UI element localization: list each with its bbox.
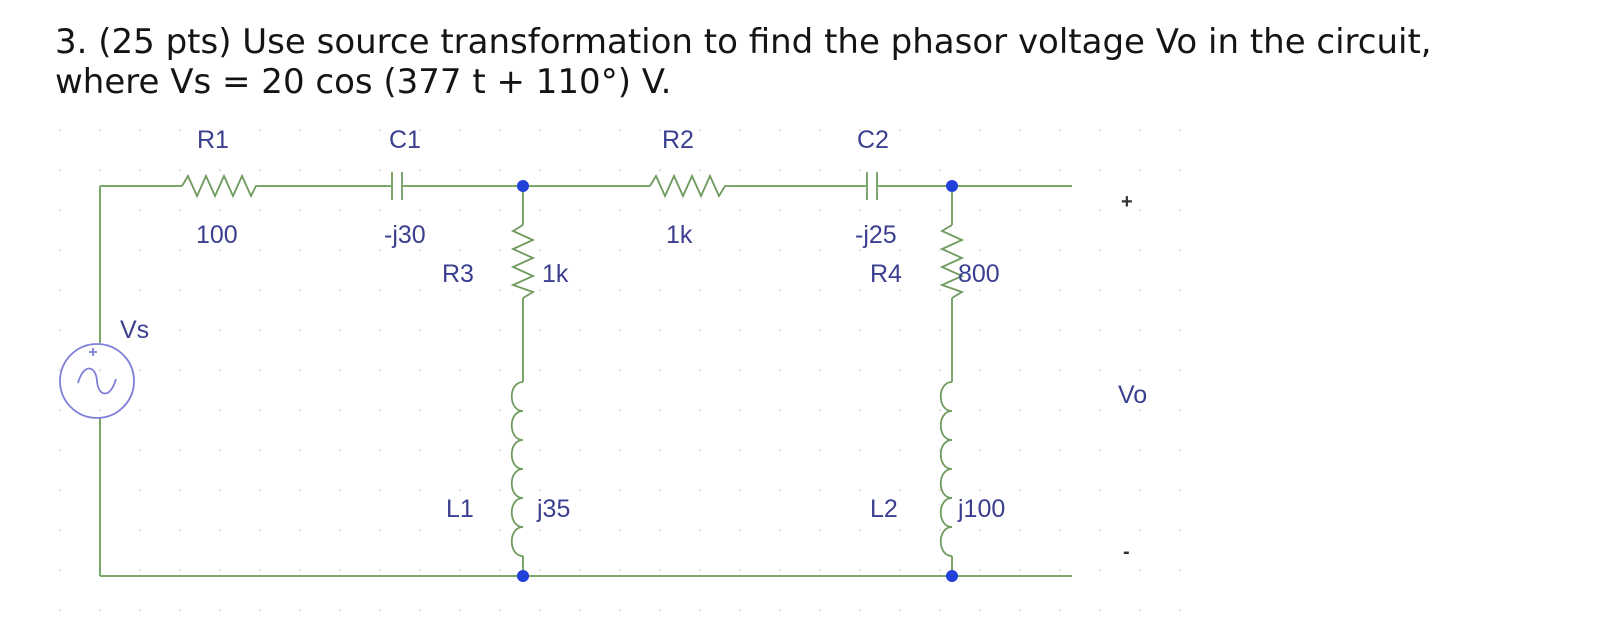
node-top-right xyxy=(946,180,958,192)
node-bottom-left xyxy=(517,570,529,582)
label-r1-name: R1 xyxy=(197,126,229,154)
problem-line-1: 3. (25 pts) Use source transformation to… xyxy=(55,22,1432,62)
label-c1-value: -j30 xyxy=(384,221,426,249)
label-r2-name: R2 xyxy=(662,126,694,154)
inductor-l2 xyxy=(939,381,953,557)
resistor-r3 xyxy=(510,224,536,299)
node-top-left xyxy=(517,180,529,192)
capacitor-c2 xyxy=(860,172,884,200)
inductor-l1 xyxy=(510,381,524,557)
resistor-r2 xyxy=(649,173,732,199)
label-c2-value: -j25 xyxy=(855,221,897,249)
label-r1-value: 100 xyxy=(196,221,238,249)
resistor-r4 xyxy=(939,224,965,299)
capacitor-c1 xyxy=(385,172,408,200)
problem-line-2: where Vs = 20 cos (377 t + 110°) V. xyxy=(55,62,672,102)
resistor-r1 xyxy=(181,173,262,199)
label-c2-name: C2 xyxy=(857,126,889,154)
ac-voltage-source xyxy=(59,343,135,419)
label-l2-value: j100 xyxy=(957,495,1005,523)
label-l1-value: j35 xyxy=(536,495,570,523)
node-bottom-right xyxy=(946,570,958,582)
problem-statement: 3. (25 pts) Use source transformation to… xyxy=(55,22,1432,102)
label-source-name: Vs xyxy=(120,316,149,344)
label-r4-value: 800 xyxy=(958,260,1000,288)
label-l2-name: L2 xyxy=(870,495,898,523)
label-output-name: Vo xyxy=(1118,381,1147,409)
label-r2-value: 1k xyxy=(666,221,693,249)
label-output-plus: + xyxy=(1121,191,1133,213)
label-r4-name: R4 xyxy=(870,260,902,288)
label-output-minus: - xyxy=(1123,541,1130,563)
label-l1-name: L1 xyxy=(446,495,474,523)
label-c1-name: C1 xyxy=(389,126,421,154)
label-r3-name: R3 xyxy=(442,260,474,288)
label-r3-value: 1k xyxy=(542,260,569,288)
background-grid xyxy=(58,128,1182,612)
